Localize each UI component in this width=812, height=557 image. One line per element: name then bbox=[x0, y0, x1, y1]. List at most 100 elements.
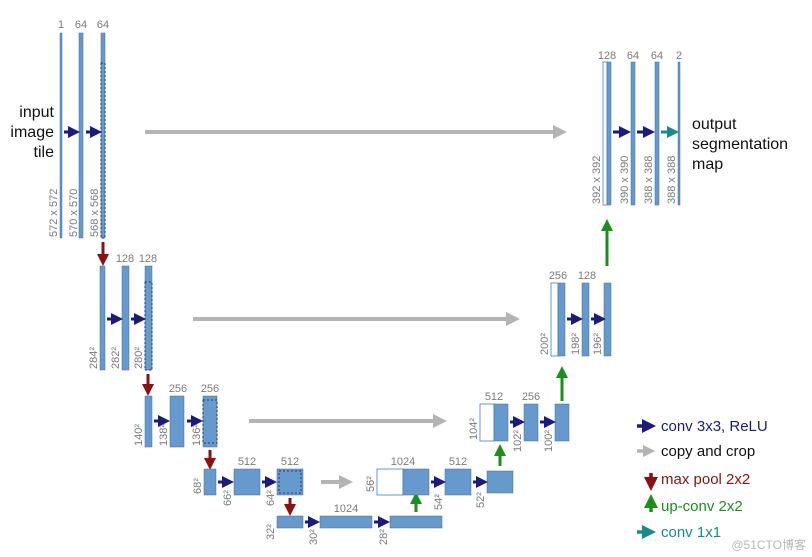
copied-feature-map-l4 bbox=[376, 468, 404, 496]
size-label: 280² bbox=[133, 347, 145, 369]
size-label: 66² bbox=[222, 490, 234, 506]
feature-map-l4-a bbox=[233, 468, 261, 496]
size-label: 198² bbox=[570, 333, 582, 355]
output-label-line-1: output bbox=[692, 116, 737, 133]
decoder-level-4: 1024 512 56² 54² 52² bbox=[365, 456, 514, 510]
size-label: 138² bbox=[158, 424, 170, 446]
upsampled-feature-map-l4 bbox=[402, 468, 430, 496]
channel-label: 1 bbox=[58, 19, 64, 31]
upsampled-feature-map-l2 bbox=[557, 282, 566, 357]
size-label: 200² bbox=[539, 333, 551, 355]
channel-label: 64 bbox=[75, 19, 87, 31]
size-label: 390 x 390 bbox=[619, 156, 631, 204]
channel-label: 128 bbox=[116, 253, 134, 265]
legend-label-conv1x1: conv 1x1 bbox=[661, 524, 721, 541]
encoder-level-1: 1 64 64 572 x 572 570 x 570 568 x 568 bbox=[48, 19, 109, 239]
feature-map-l5-pool bbox=[276, 515, 304, 529]
legend-label-conv: conv 3x3, ReLU bbox=[661, 418, 768, 435]
size-label: 28² bbox=[378, 529, 390, 545]
channel-label: 512 bbox=[281, 456, 299, 468]
feature-map-l2-pool bbox=[99, 265, 106, 371]
channel-label: 256 bbox=[169, 383, 187, 395]
input-label-line-3: tile bbox=[34, 144, 55, 161]
size-label: 102² bbox=[512, 430, 524, 452]
feature-map-l4-pool bbox=[203, 468, 217, 496]
size-label: 572 x 572 bbox=[48, 189, 60, 237]
size-label: 32² bbox=[265, 524, 277, 540]
copied-feature-map-l1 bbox=[602, 61, 608, 206]
feature-map-l3-pool bbox=[144, 395, 153, 448]
legend-label-copy: copy and crop bbox=[661, 443, 755, 460]
feature-map-d3-b bbox=[554, 403, 570, 442]
channel-label: 64 bbox=[651, 50, 663, 62]
encoder-level-2: 128 128 284² 282² 280² bbox=[88, 253, 157, 371]
size-label: 52² bbox=[475, 492, 487, 508]
upsampled-feature-map-l3 bbox=[493, 403, 509, 442]
crop-region-l3 bbox=[202, 399, 218, 444]
feature-map-input bbox=[59, 32, 63, 239]
feature-map-d4-a bbox=[444, 468, 472, 496]
feature-map-l5-b bbox=[389, 515, 443, 529]
legend: conv 3x3, ReLU copy and crop max pool 2x… bbox=[637, 418, 768, 541]
upsampled-feature-map-l1 bbox=[606, 61, 612, 206]
feature-map-l3-b bbox=[202, 395, 218, 448]
feature-map-d3-a bbox=[523, 403, 539, 442]
output-label: output segmentation map bbox=[692, 116, 788, 173]
size-label: 68² bbox=[192, 478, 204, 494]
input-label-line-1: input bbox=[19, 104, 54, 121]
feature-map-l3-a bbox=[169, 395, 185, 448]
decoder-level-2: 256 128 200² 198² 196² bbox=[539, 270, 612, 357]
bottleneck: 1024 32² 30² 28² bbox=[265, 503, 443, 545]
feature-map-d2-a bbox=[581, 282, 590, 357]
channel-label: 256 bbox=[522, 391, 540, 403]
legend-label-pool: max pool 2x2 bbox=[661, 471, 750, 488]
feature-map-d2-b bbox=[603, 282, 612, 357]
skip-connections bbox=[145, 125, 567, 489]
channel-label: 64 bbox=[627, 50, 639, 62]
decoder-level-3: 512 256 104² 102² 100² bbox=[468, 391, 570, 452]
channel-label: 512 bbox=[449, 456, 467, 468]
copied-feature-map-l2 bbox=[550, 282, 559, 357]
size-label: 392 x 392 bbox=[591, 156, 603, 204]
output-label-line-2: segmentation bbox=[692, 136, 788, 153]
size-label: 282² bbox=[110, 347, 122, 369]
legend-label-upconv: up-conv 2x2 bbox=[661, 498, 743, 515]
channel-label: 1024 bbox=[334, 503, 358, 515]
size-label: 104² bbox=[468, 418, 480, 440]
size-label: 54² bbox=[433, 494, 445, 510]
input-label: input image tile bbox=[10, 104, 54, 161]
size-label: 140² bbox=[133, 424, 145, 446]
input-label-line-2: image bbox=[10, 124, 54, 141]
size-label: 136² bbox=[191, 424, 203, 446]
size-label: 196² bbox=[592, 333, 604, 355]
channel-label: 128 bbox=[578, 270, 596, 282]
decoder-level-1: 128 64 64 2 392 x 392 390 x 390 388 x 38… bbox=[591, 50, 682, 206]
channel-label: 2 bbox=[676, 50, 682, 62]
crop-region-l1 bbox=[100, 62, 106, 239]
crop-region-l2 bbox=[144, 281, 153, 371]
output-label-line-3: map bbox=[692, 156, 723, 173]
feature-map-l5-a bbox=[319, 515, 373, 529]
size-label: 56² bbox=[365, 476, 377, 492]
size-label: 100² bbox=[543, 430, 555, 452]
feature-map-d4-b bbox=[486, 470, 514, 494]
channel-label: 512 bbox=[238, 456, 256, 468]
channel-label: 128 bbox=[139, 253, 157, 265]
size-label: 568 x 568 bbox=[89, 189, 101, 237]
size-label: 388 x 388 bbox=[643, 156, 655, 204]
channel-label: 512 bbox=[485, 391, 503, 403]
feature-map-d1-b bbox=[654, 61, 660, 206]
segmentation-output-map bbox=[677, 61, 681, 206]
size-label: 64² bbox=[265, 490, 277, 506]
feature-map-l2-a bbox=[121, 265, 130, 371]
encoder-level-4: 512 512 68² 66² 64² bbox=[192, 456, 304, 506]
channel-label: 1024 bbox=[391, 456, 415, 468]
channel-label: 128 bbox=[598, 50, 616, 62]
feature-map-d1-a bbox=[630, 61, 636, 206]
copied-feature-map-l3 bbox=[479, 403, 495, 442]
channel-label: 256 bbox=[549, 270, 567, 282]
feature-map-l4-b bbox=[276, 468, 304, 496]
channel-label: 64 bbox=[97, 19, 109, 31]
size-label: 570 x 570 bbox=[68, 189, 80, 237]
